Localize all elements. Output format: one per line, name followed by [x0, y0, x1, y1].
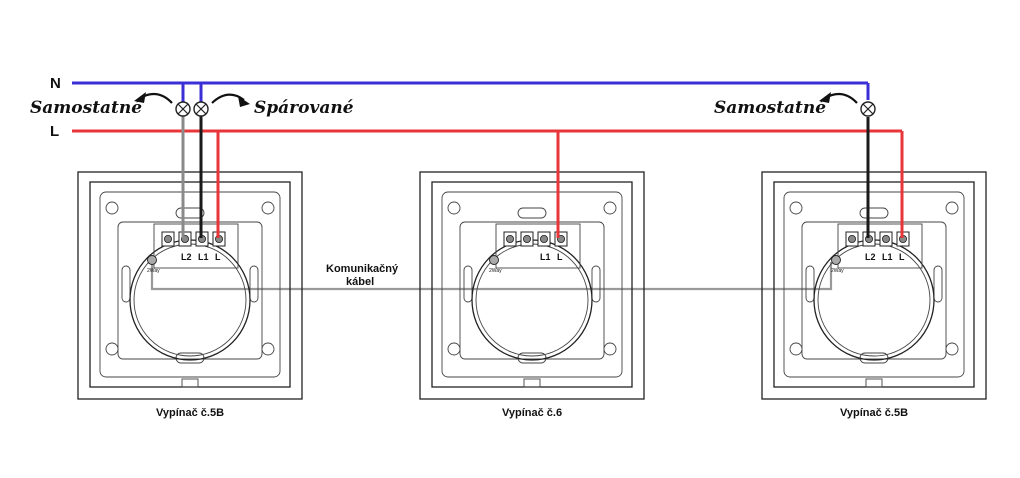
- terminal-label-L1: L1: [540, 252, 551, 262]
- arrow-right-single-head-icon: [819, 92, 831, 103]
- mounting-hole-1: [789, 201, 803, 215]
- annotation-left-single: Samostatné: [30, 98, 142, 118]
- twoway-terminal: [147, 255, 157, 265]
- terminal-label-L: L: [215, 252, 221, 262]
- wire-connector-sw1-a: [175, 101, 191, 117]
- terminal-block: [837, 223, 923, 269]
- twoway-label: 2Way: [831, 268, 844, 274]
- right-side-slot: [591, 265, 601, 303]
- left-side-slot: [463, 265, 473, 303]
- twoway-label: 2Way: [489, 268, 502, 274]
- mounting-hole-2: [945, 201, 959, 215]
- wire-layer: [175, 83, 904, 238]
- bottom-slot: [175, 352, 205, 364]
- mounting-frame: [783, 191, 965, 378]
- mounting-hole-4: [945, 342, 959, 356]
- plate-outer-frame: [419, 171, 645, 400]
- terminal-label-L1: L1: [198, 252, 209, 262]
- wire-connector-sw1-b: [193, 101, 209, 117]
- terminal-screw-2: [523, 234, 532, 243]
- switch-caption: Vypínač č.5B: [156, 407, 224, 419]
- arrow-right-head-icon: [238, 96, 250, 107]
- cable-label-line1: Komunikačný: [326, 263, 399, 275]
- twoway-label: 2Way: [147, 268, 160, 274]
- mounting-hole-2: [261, 201, 275, 215]
- mechanism-body: [801, 221, 947, 360]
- twoway-terminal: [831, 255, 841, 265]
- mounting-frame: [441, 191, 623, 378]
- top-slot: [517, 207, 547, 219]
- mounting-hole-3: [789, 342, 803, 356]
- terminal-screw-1: [505, 234, 514, 243]
- annotation-right-single: Samostatné: [714, 98, 826, 118]
- annotation-left-paired: Spárované: [254, 98, 354, 118]
- bottom-slot: [517, 352, 547, 364]
- bottom-clip: [181, 378, 199, 388]
- twoway-terminal: [489, 255, 499, 265]
- cable-label-line2: kábel: [346, 276, 374, 288]
- terminal-label-L: L: [557, 252, 563, 262]
- terminal-label-L: L: [899, 252, 905, 262]
- right-side-slot: [933, 265, 943, 303]
- bottom-clip: [523, 378, 541, 388]
- terminal-screw-3: [882, 234, 891, 243]
- terminal-label-L2: L2: [181, 252, 192, 262]
- mounting-hole-1: [447, 201, 461, 215]
- wire-connector-sw3: [860, 101, 876, 117]
- mechanism-body: [117, 221, 263, 360]
- top-slot: [175, 207, 205, 219]
- communication-cable: [150, 262, 833, 291]
- mounting-hole-3: [105, 342, 119, 356]
- terminal-block: [495, 223, 581, 269]
- terminal-screw-1: [848, 234, 857, 243]
- mounting-hole-4: [603, 342, 617, 356]
- terminal-label-L2: L2: [865, 252, 876, 262]
- bottom-clip: [865, 378, 883, 388]
- bottom-slot: [859, 352, 889, 364]
- switch-caption: Vypínač č.5B: [840, 407, 908, 419]
- arrow-left-head-icon: [134, 92, 146, 103]
- top-slot: [859, 207, 889, 219]
- mounting-hole-3: [447, 342, 461, 356]
- terminal-screw-1: [163, 234, 172, 243]
- switch-caption: Vypínač č.6: [502, 407, 562, 419]
- neutral-bus-label: N: [50, 75, 61, 92]
- left-side-slot: [805, 265, 815, 303]
- right-side-slot: [249, 265, 259, 303]
- plate-outer-frame: [77, 171, 303, 400]
- live-bus-label: L: [50, 123, 59, 140]
- terminal-screw-3: [540, 234, 549, 243]
- mounting-hole-1: [105, 201, 119, 215]
- mounting-hole-2: [603, 201, 617, 215]
- mounting-frame: [99, 191, 281, 378]
- mounting-hole-4: [261, 342, 275, 356]
- left-side-slot: [121, 265, 131, 303]
- terminal-label-L1: L1: [882, 252, 893, 262]
- plate-outer-frame: [761, 171, 987, 400]
- mechanism-body: [459, 221, 605, 360]
- terminal-block: [153, 223, 239, 269]
